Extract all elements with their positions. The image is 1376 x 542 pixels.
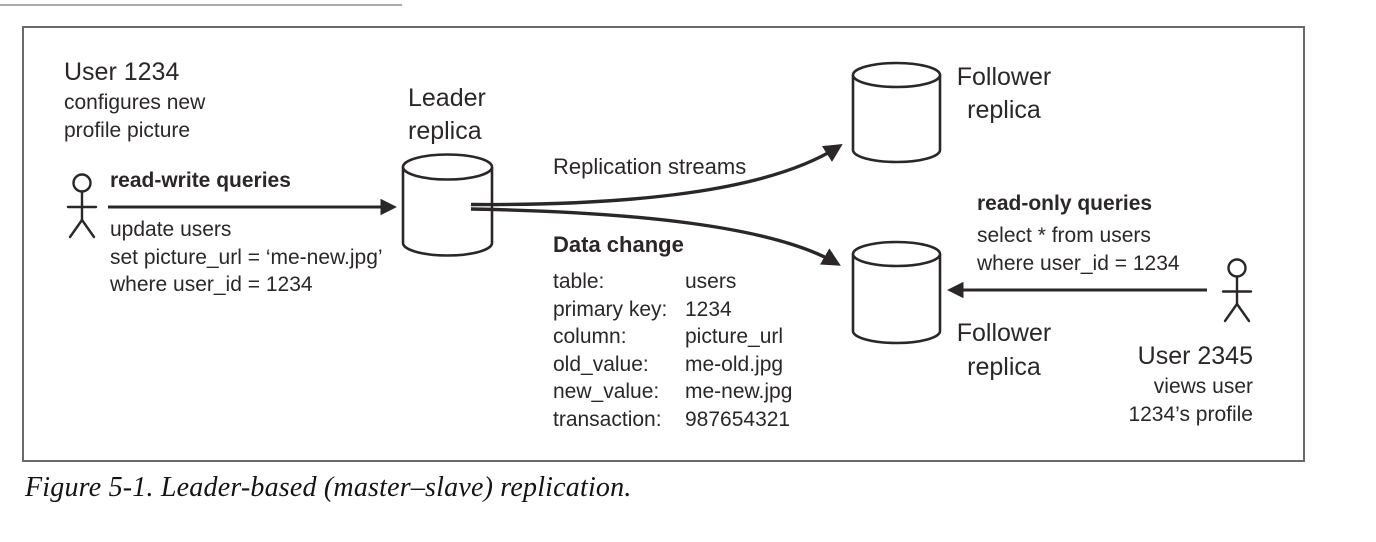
- user2-desc-line2: 1234’s profile: [1128, 402, 1253, 426]
- follower-bottom-database-cylinder-icon: [851, 240, 942, 345]
- diagram-shapes: [66, 61, 1253, 345]
- data-change-key: column:: [553, 325, 627, 349]
- data-change-title: Data change: [553, 232, 684, 257]
- data-change-value: 987654321: [685, 407, 791, 431]
- leader-database-cylinder-icon: [401, 153, 494, 257]
- user1-description: configures new profile picture: [64, 89, 205, 144]
- write-sql-line1: update users: [110, 218, 232, 241]
- data-change-key: table:: [553, 270, 605, 293]
- table-row: primary key: 1234: [553, 296, 792, 324]
- replication-stream-arrow-top: [470, 143, 843, 207]
- leader-label-line1: Leader: [408, 84, 486, 112]
- data-change-key: transaction:: [553, 407, 662, 431]
- follower-bottom-line2: replica: [967, 353, 1041, 381]
- follower-top-label: Follower replica: [946, 61, 1062, 127]
- read-only-queries-label: read-only queries: [977, 192, 1153, 215]
- figure-frame: User 1234 configures new profile picture…: [22, 26, 1305, 462]
- table-row: transaction: 987654321: [553, 406, 792, 434]
- table-row: new_value: me-new.jpg: [553, 378, 792, 406]
- write-sql-line3: where user_id = 1234: [110, 273, 313, 296]
- follower-bottom-line1: Follower: [956, 319, 1052, 347]
- data-change-value: me-new.jpg: [685, 380, 793, 404]
- user1-desc-line2: profile picture: [64, 118, 191, 142]
- read-query-sql: select * from users where user_id = 1234: [977, 222, 1180, 277]
- follower-top-database-cylinder-icon: [851, 61, 942, 164]
- leader-replica-label: Leader replica: [408, 82, 486, 148]
- user2-stick-figure-icon: [1221, 258, 1253, 323]
- figure-caption: Figure 5-1. Leader-based (master–slave) …: [25, 472, 632, 503]
- data-change-value: 1234: [685, 297, 732, 321]
- data-change-table: table: users primary key: 1234 column: p…: [553, 268, 792, 434]
- read-sql-line2: where user_id = 1234: [977, 251, 1180, 275]
- data-change-value: me-old.jpg: [685, 352, 784, 376]
- user2-title: User 2345: [1137, 342, 1253, 370]
- read-sql-line1: select * from users: [977, 224, 1151, 247]
- data-change-key: primary key:: [553, 297, 668, 321]
- replication-stream-arrow-bottom: [470, 207, 841, 266]
- user2-desc-line1: views user: [1153, 375, 1253, 398]
- data-change-value: users: [685, 270, 737, 293]
- follower-top-line1: Follower: [956, 63, 1052, 91]
- data-change-key: old_value:: [553, 352, 649, 376]
- leader-label-line2: replica: [408, 117, 482, 145]
- data-change-value: picture_url: [685, 325, 784, 349]
- data-change-key: new_value:: [553, 380, 660, 404]
- follower-top-line2: replica: [967, 96, 1041, 124]
- table-row: column: picture_url: [553, 323, 792, 351]
- write-query-sql: update users set picture_url = ‘me-new.j…: [110, 216, 383, 299]
- top-edge-divider: [0, 4, 402, 6]
- replication-streams-label: Replication streams: [553, 154, 747, 179]
- user2-description: views user 1234’s profile: [1072, 373, 1253, 428]
- table-row: old_value: me-old.jpg: [553, 351, 792, 379]
- read-write-queries-label: read-write queries: [110, 169, 291, 192]
- user1-desc-line1: configures new: [64, 91, 206, 114]
- user1-title: User 1234: [64, 58, 180, 86]
- user1-stick-figure-icon: [66, 173, 98, 239]
- write-sql-line2: set picture_url = ‘me-new.jpg’: [110, 245, 383, 269]
- follower-bottom-label: Follower replica: [946, 316, 1062, 384]
- table-row: table: users: [553, 268, 792, 296]
